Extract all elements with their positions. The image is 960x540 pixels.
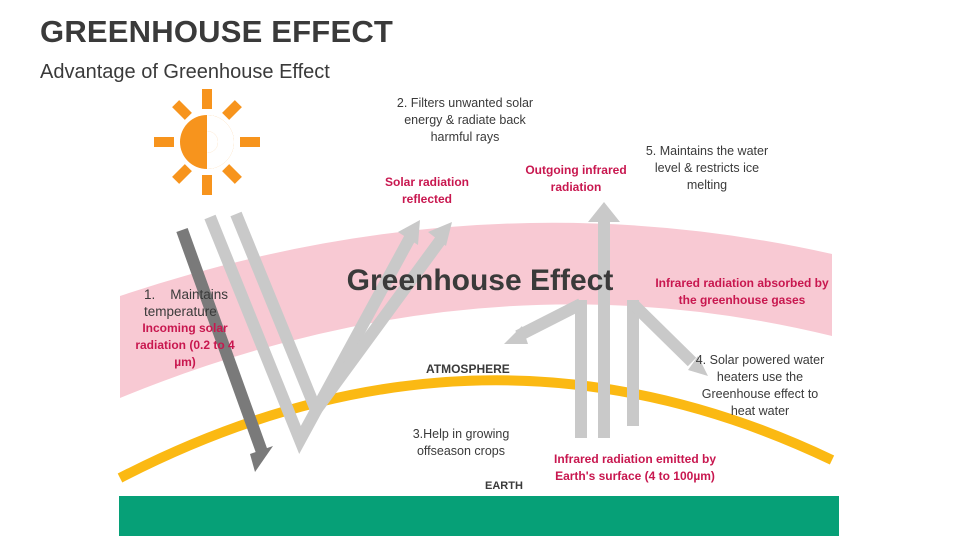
reflected-radiation-arrow-inner <box>230 211 447 423</box>
page-subtitle: Advantage of Greenhouse Effect <box>40 61 330 83</box>
sun-icon <box>154 89 260 195</box>
absorbed-infrared-label: Infrared radiation absorbed by the green… <box>655 276 829 307</box>
incoming-radiation-arrow <box>176 227 273 472</box>
reflected-radiation-label: Solar radiation reflected <box>384 175 470 206</box>
outgoing-infrared-arrow <box>588 202 620 438</box>
emitted-infrared-label: Infrared radiation emitted by Earth's su… <box>553 452 717 483</box>
atmosphere-band <box>120 222 832 398</box>
reflected-arrowhead-outer <box>398 220 420 245</box>
outgoing-infrared-label: Outgoing infrared radiation <box>525 163 627 194</box>
page-title: GREENHOUSE EFFECT <box>40 14 394 49</box>
reflected-arrowhead-inner <box>428 222 452 246</box>
benefit-3-offseason-crops: 3.Help in growing offseason crops <box>412 427 510 458</box>
benefit-4-solar-water-heaters: 4. Solar powered water heaters use the G… <box>695 353 825 418</box>
earth-ground <box>119 496 839 536</box>
incoming-radiation-label: Incoming solar radiation (0.2 to 4 µm) <box>135 321 235 369</box>
earth-label: EARTH <box>485 480 523 492</box>
reflected-radiation-arrow-outer <box>204 214 418 455</box>
benefit-2-filters-solar-energy: 2. Filters unwanted solar energy & radia… <box>396 96 534 144</box>
absorbed-infrared-right-arrow <box>627 299 708 426</box>
benefit-1-maintains-temperature: 1. Maintains temperature <box>144 287 229 319</box>
atmosphere-label: ATMOSPHERE <box>426 362 510 376</box>
absorbed-infrared-left-arrow <box>504 298 587 438</box>
benefit-5-water-level: 5. Maintains the water level & restricts… <box>645 144 769 192</box>
earth-surface-arc <box>117 375 835 483</box>
diagram-center-label: Greenhouse Effect <box>346 264 614 297</box>
